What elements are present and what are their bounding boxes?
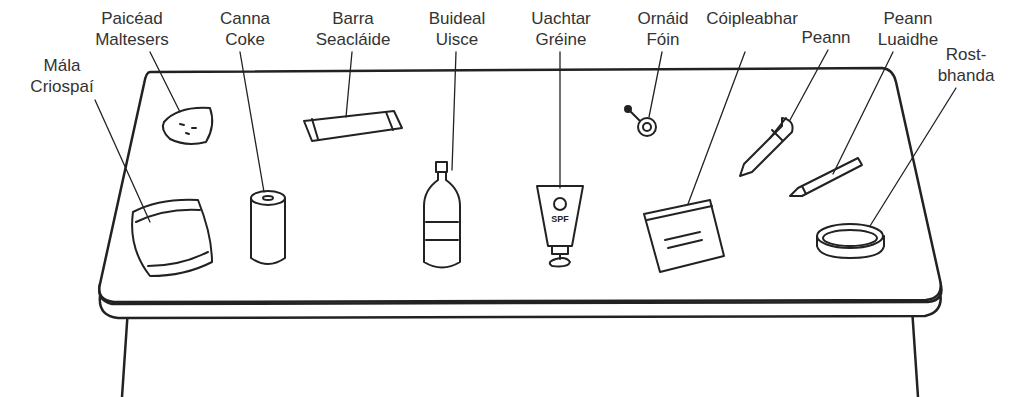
item-label: Uachtar Gréine bbox=[531, 8, 591, 50]
leader-line bbox=[649, 52, 662, 117]
pen bbox=[740, 118, 793, 176]
packet-dots bbox=[180, 124, 196, 134]
item-label: Canna Coke bbox=[220, 8, 270, 50]
chocolate-bar bbox=[304, 111, 402, 141]
can-tab bbox=[263, 196, 273, 200]
item-label: Cóipleabhar bbox=[706, 8, 798, 29]
leader-line bbox=[95, 100, 150, 222]
item-label: Paicéad Maltesers bbox=[95, 8, 169, 50]
bar-wrapper-ends bbox=[312, 112, 393, 139]
item-label: Peann Luaidhe bbox=[878, 8, 939, 50]
item-label: Ornáid Fóin bbox=[637, 8, 688, 50]
ornament-string bbox=[630, 111, 640, 121]
copybook-lines bbox=[647, 206, 712, 248]
pen-clip bbox=[770, 118, 786, 140]
wristband-inner bbox=[823, 230, 877, 246]
tube-print: SPF bbox=[551, 214, 569, 224]
leader-line bbox=[790, 50, 828, 120]
crisp-bag-seal bbox=[136, 210, 208, 266]
leader-line bbox=[870, 88, 956, 226]
can-top bbox=[251, 191, 285, 205]
ornament-bead bbox=[625, 106, 631, 112]
leader-lines bbox=[95, 50, 956, 226]
copybook bbox=[644, 200, 724, 272]
leader-line bbox=[559, 52, 560, 188]
leader-line bbox=[688, 52, 745, 204]
item-label: Mála Criospaí bbox=[30, 55, 93, 97]
item-label: Rost- bhanda bbox=[938, 44, 995, 86]
pencil-tip-line bbox=[802, 186, 806, 194]
leader-line bbox=[346, 52, 352, 117]
table-leg bbox=[912, 308, 918, 397]
pencil bbox=[790, 158, 862, 196]
item-label: Peann bbox=[801, 27, 850, 48]
maltesers-packet bbox=[163, 108, 212, 144]
leader-line bbox=[452, 52, 456, 170]
leader-line bbox=[240, 52, 264, 192]
table-leg bbox=[122, 308, 128, 397]
coke-can bbox=[251, 198, 285, 264]
bottle-cap bbox=[436, 162, 447, 172]
leader-line bbox=[150, 52, 180, 112]
table-top bbox=[99, 68, 940, 302]
cream-drip bbox=[559, 254, 561, 259]
wristband-top bbox=[817, 224, 883, 248]
item-label: Barra Seacláide bbox=[316, 8, 391, 50]
ornament-inner bbox=[643, 123, 651, 131]
sun-cream-tube bbox=[537, 186, 583, 246]
item-label: Buideal Uisce bbox=[429, 8, 486, 50]
tube-cap bbox=[552, 246, 568, 254]
crisp-bag bbox=[132, 200, 212, 276]
water-bottle bbox=[424, 172, 460, 268]
leader-line bbox=[833, 52, 893, 174]
tube-logo bbox=[554, 198, 566, 210]
bottle-label bbox=[426, 222, 458, 240]
